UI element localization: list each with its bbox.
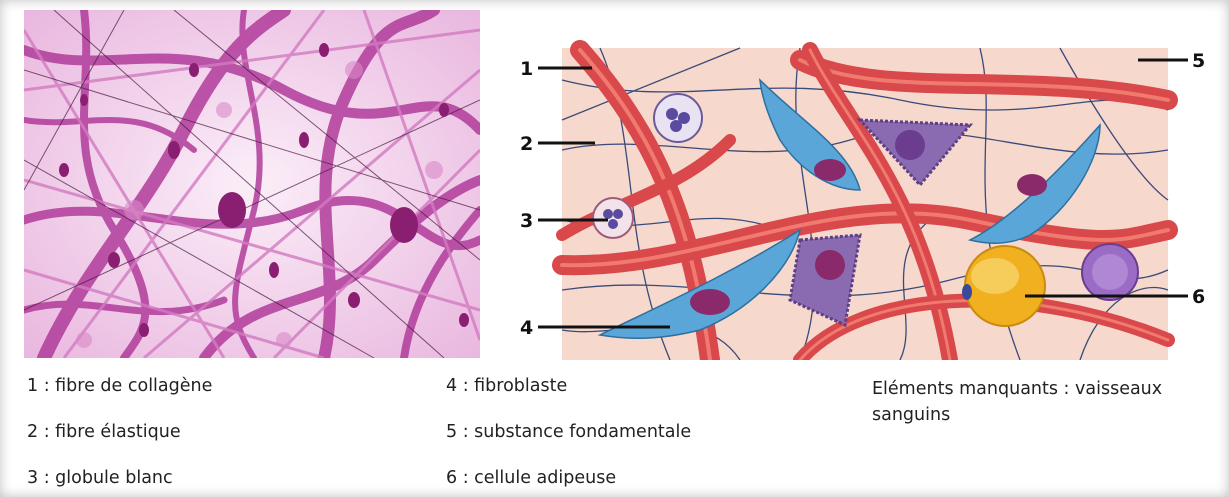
- callout-2: 2: [520, 133, 533, 155]
- diagram-svg: 1 2 3 4 5 6: [500, 40, 1210, 360]
- missing-elements-line1: Eléments manquants : vaisseaux: [872, 376, 1222, 402]
- callout-3: 3: [520, 210, 533, 232]
- legend-item-adipocyte: 6 : cellule adipeuse: [446, 468, 616, 488]
- legend-item-fibroblast: 4 : fibroblaste: [446, 376, 567, 396]
- micrograph-image: [24, 10, 480, 358]
- callout-6: 6: [1192, 286, 1205, 308]
- callout-4: 4: [520, 317, 533, 339]
- callout-5: 5: [1192, 50, 1205, 72]
- connective-tissue-diagram: 1 2 3 4 5 6: [500, 40, 1210, 360]
- legend-item-collagen: 1 : fibre de collagène: [27, 376, 212, 396]
- micrograph: [24, 10, 480, 358]
- legend-item-elastic: 2 : fibre élastique: [27, 422, 181, 442]
- legend-item-ground-substance: 5 : substance fondamentale: [446, 422, 691, 442]
- callout-1: 1: [520, 58, 533, 80]
- missing-elements-line2: sanguins: [872, 402, 1222, 428]
- legend-item-white-blood-cell: 3 : globule blanc: [27, 468, 173, 488]
- missing-elements-note: Eléments manquants : vaisseaux sanguins: [872, 376, 1222, 428]
